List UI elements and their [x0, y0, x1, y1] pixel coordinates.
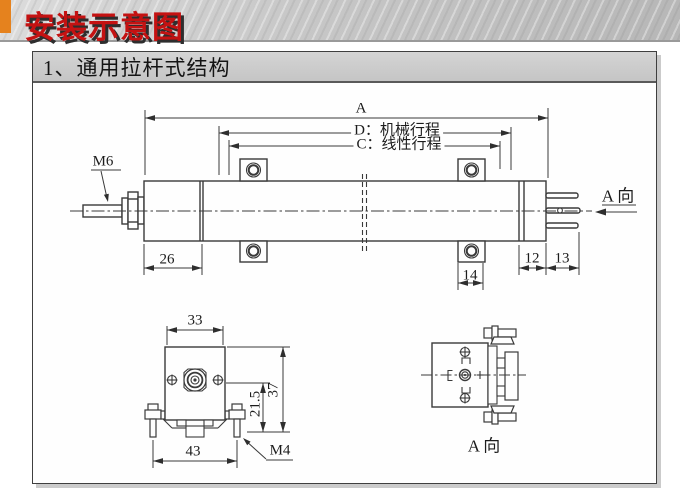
- dim-label-33: 33: [187, 312, 203, 329]
- direction-view-linework: [421, 325, 526, 425]
- dim-label-26: 26: [159, 251, 175, 268]
- connector-pins: [545, 192, 581, 229]
- view-direction-arrow: [595, 204, 637, 216]
- dim-label-21-5: 21.5: [247, 390, 264, 418]
- dim-lines-bottom: [143, 232, 580, 290]
- page-title: 安装示意图: [24, 10, 184, 45]
- housing-screws: [166, 374, 224, 386]
- accent-bar: [0, 0, 11, 33]
- dim-label-14: 14: [462, 267, 478, 284]
- dim-label-13: 13: [554, 250, 570, 267]
- m6-leader: [91, 169, 121, 202]
- title-banner: [0, 0, 680, 42]
- end-view-dims: [152, 326, 293, 468]
- dim-label-12: 12: [524, 250, 540, 267]
- dim-lines-top: [144, 108, 549, 178]
- dim-label-linear-travel: C：线性行程: [353, 137, 445, 153]
- direction-details: [447, 346, 484, 404]
- dim-label-43: 43: [185, 443, 201, 460]
- direction-view-caption: A 向: [467, 436, 501, 456]
- body-break-lines: [361, 174, 368, 252]
- end-view-linework: [144, 326, 293, 468]
- rod-boss: [183, 368, 207, 392]
- mounting-brackets: [239, 158, 486, 263]
- view-arrow-label: A 向: [601, 186, 635, 206]
- section-heading: 1、通用拉杆式结构: [33, 52, 656, 83]
- thread-label-m4: M4: [269, 442, 291, 459]
- dim-label-overall: A: [355, 100, 367, 117]
- thread-label-m6: M6: [92, 153, 114, 170]
- dim-label-37: 37: [265, 382, 282, 398]
- side-bolts: [483, 325, 517, 425]
